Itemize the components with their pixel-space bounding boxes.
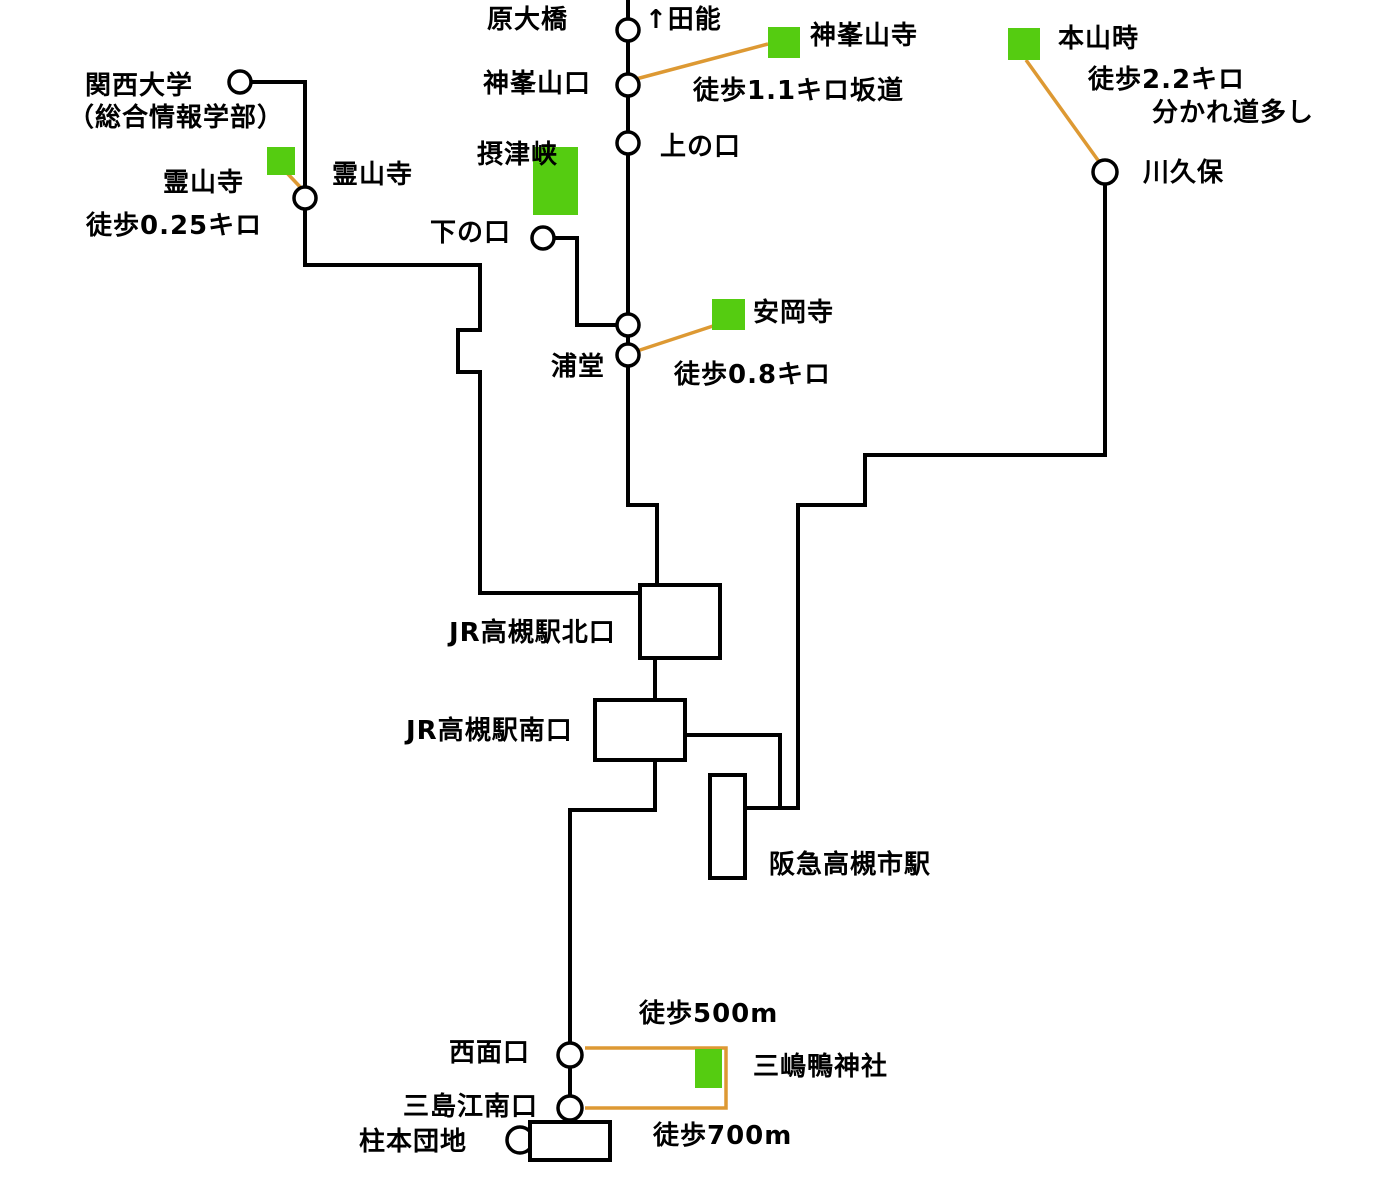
site-marker-mishima-kamo (695, 1049, 722, 1088)
station-box-hankyu-takatsuki (708, 773, 747, 880)
station-box-jr-takatsuki-north (638, 583, 722, 660)
station-box-jr-takatsuki-south (593, 698, 687, 762)
stop-label-kawakubo: 川久保 (1143, 158, 1225, 188)
bus-stop-kansai-univ (227, 69, 253, 95)
station-label-hankyu: 阪急高槻市駅 (769, 850, 932, 880)
stop-label-saimenguchi: 西面口 (449, 1038, 531, 1068)
bus-stop-urado (615, 342, 641, 368)
walk-path-mishima-loop (585, 1046, 728, 1110)
walk-path-honzanji (1024, 58, 1102, 165)
stop-label-kansai-univ: 関西大学 (85, 71, 194, 101)
route-kansai-univ-line (248, 80, 640, 595)
stop-label-ryozenji: 霊山寺 (332, 160, 414, 190)
walk-label-kabusanji: 徒歩1.1キロ坂道 (693, 76, 905, 106)
bus-stop-kawakubo (1091, 158, 1119, 186)
station-label-jr-north: JR高槻駅北口 (449, 618, 616, 648)
walk-label-honzanji-distance: 徒歩2.2キロ (1088, 65, 1246, 95)
bus-stop-urado-upper (615, 312, 641, 338)
site-label-yasuokadera: 安岡寺 (753, 298, 835, 328)
route-kawakubo-line (745, 185, 1107, 810)
stop-label-kaminokuchi: 上の口 (660, 132, 742, 162)
stop-label-urado: 浦堂 (551, 352, 606, 382)
site-marker-yasuokadera (712, 299, 745, 330)
direction-label-tano: ↑田能 (645, 5, 722, 35)
route-shimonokuchi-line (553, 236, 618, 327)
bus-stop-kaminokuchi (615, 130, 641, 156)
route-south-line (568, 760, 657, 1122)
site-marker-settsukyo (533, 147, 578, 215)
bus-stop-saimenguchi (556, 1041, 584, 1069)
station-label-jr-south: JR高槻駅南口 (406, 716, 573, 746)
terminal-label-hashiramoto: 柱本団地 (359, 1127, 468, 1157)
site-marker-honzanji (1008, 28, 1040, 60)
route-jr-hankyu-connector (685, 733, 782, 808)
walk-label-ryozenji: 徒歩0.25キロ (86, 211, 263, 241)
site-marker-ryozenji (267, 147, 295, 175)
stop-label-kabusanguchi: 神峯山口 (483, 69, 592, 99)
walk-label-700m: 徒歩700m (653, 1121, 793, 1151)
walk-path-kabusanji (635, 42, 769, 81)
walk-label-500m: 徒歩500m (639, 999, 779, 1029)
site-marker-kabusanji (768, 27, 800, 58)
stop-label-shimonokuchi: 下の口 (430, 218, 512, 248)
bus-stop-ryozenji (292, 185, 318, 211)
bus-stop-hara-ohashi (615, 17, 641, 43)
stop-label-mishimae-minamiguchi: 三島江南口 (403, 1092, 539, 1122)
terminal-box-hashiramoto (528, 1120, 612, 1162)
walk-label-honzanji-note: 分かれ道多し (1152, 98, 1315, 128)
route-main-north-line (626, 0, 659, 585)
site-label-ryozenji: 霊山寺 (163, 168, 245, 198)
stop-label-hara-ohashi: 原大橋 (487, 5, 569, 35)
site-label-settsukyo: 摂津峡 (477, 140, 559, 170)
site-label-kabusanji: 神峯山寺 (810, 21, 919, 51)
walk-label-yasuokadera: 徒歩0.8キロ (674, 360, 832, 390)
site-label-mishima-kamo: 三嶋鴨神社 (753, 1052, 889, 1082)
bus-stop-mishimae-minamiguchi (556, 1094, 584, 1122)
bus-stop-shimonokuchi (530, 225, 556, 251)
walk-path-yasuokadera (636, 324, 714, 353)
bus-stop-kabusanguchi (615, 72, 641, 98)
stop-label-kansai-univ-faculty: （総合情報学部） (68, 103, 285, 133)
site-label-honzanji: 本山時 (1058, 24, 1140, 54)
